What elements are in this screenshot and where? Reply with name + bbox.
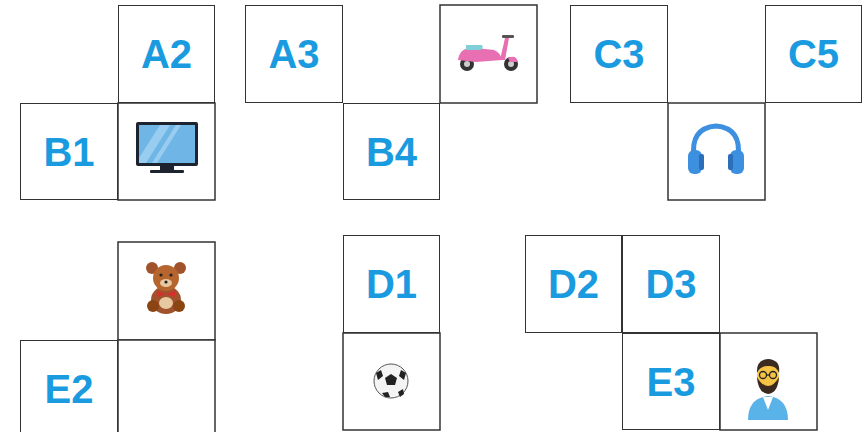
- grid-cell: [440, 5, 537, 103]
- grid-cell: B1: [20, 103, 118, 200]
- grid-cell: E3: [622, 333, 720, 430]
- cell-label: A3: [268, 34, 319, 74]
- headphones-icon: [688, 126, 744, 174]
- grid-cell: [118, 103, 215, 200]
- grid-cell: A3: [245, 5, 343, 103]
- monitor-icon: [136, 122, 198, 173]
- teddy-bear-icon: [146, 262, 186, 314]
- grid-cell: E2: [20, 340, 118, 432]
- grid-cell: [668, 103, 765, 200]
- cell-label: E2: [45, 369, 94, 409]
- cell-label: A2: [141, 34, 192, 74]
- cell-label: D3: [645, 264, 696, 304]
- cell-label: E3: [647, 362, 696, 402]
- cell-label: C5: [788, 34, 839, 74]
- cell-label: D2: [548, 264, 599, 304]
- cell-label: C3: [593, 34, 644, 74]
- grid-cell: [118, 242, 215, 340]
- grid-cell: [118, 340, 215, 432]
- grid-cell: [720, 333, 817, 430]
- cell-label: B1: [43, 132, 94, 172]
- grid-cell: D3: [622, 235, 720, 333]
- grid-cell: C5: [765, 5, 862, 103]
- grid-cell: [343, 333, 440, 430]
- grid-cell: D1: [343, 235, 440, 333]
- grid-cell: D2: [525, 235, 622, 333]
- grid-cell: C3: [570, 5, 668, 103]
- cell-label: D1: [366, 264, 417, 304]
- grid-cell: B4: [343, 103, 440, 200]
- man-icon: [748, 359, 788, 420]
- soccer-ball-icon: [374, 364, 408, 398]
- scooter-icon: [458, 35, 518, 71]
- cell-label: B4: [366, 132, 417, 172]
- grid-cell: A2: [118, 5, 215, 103]
